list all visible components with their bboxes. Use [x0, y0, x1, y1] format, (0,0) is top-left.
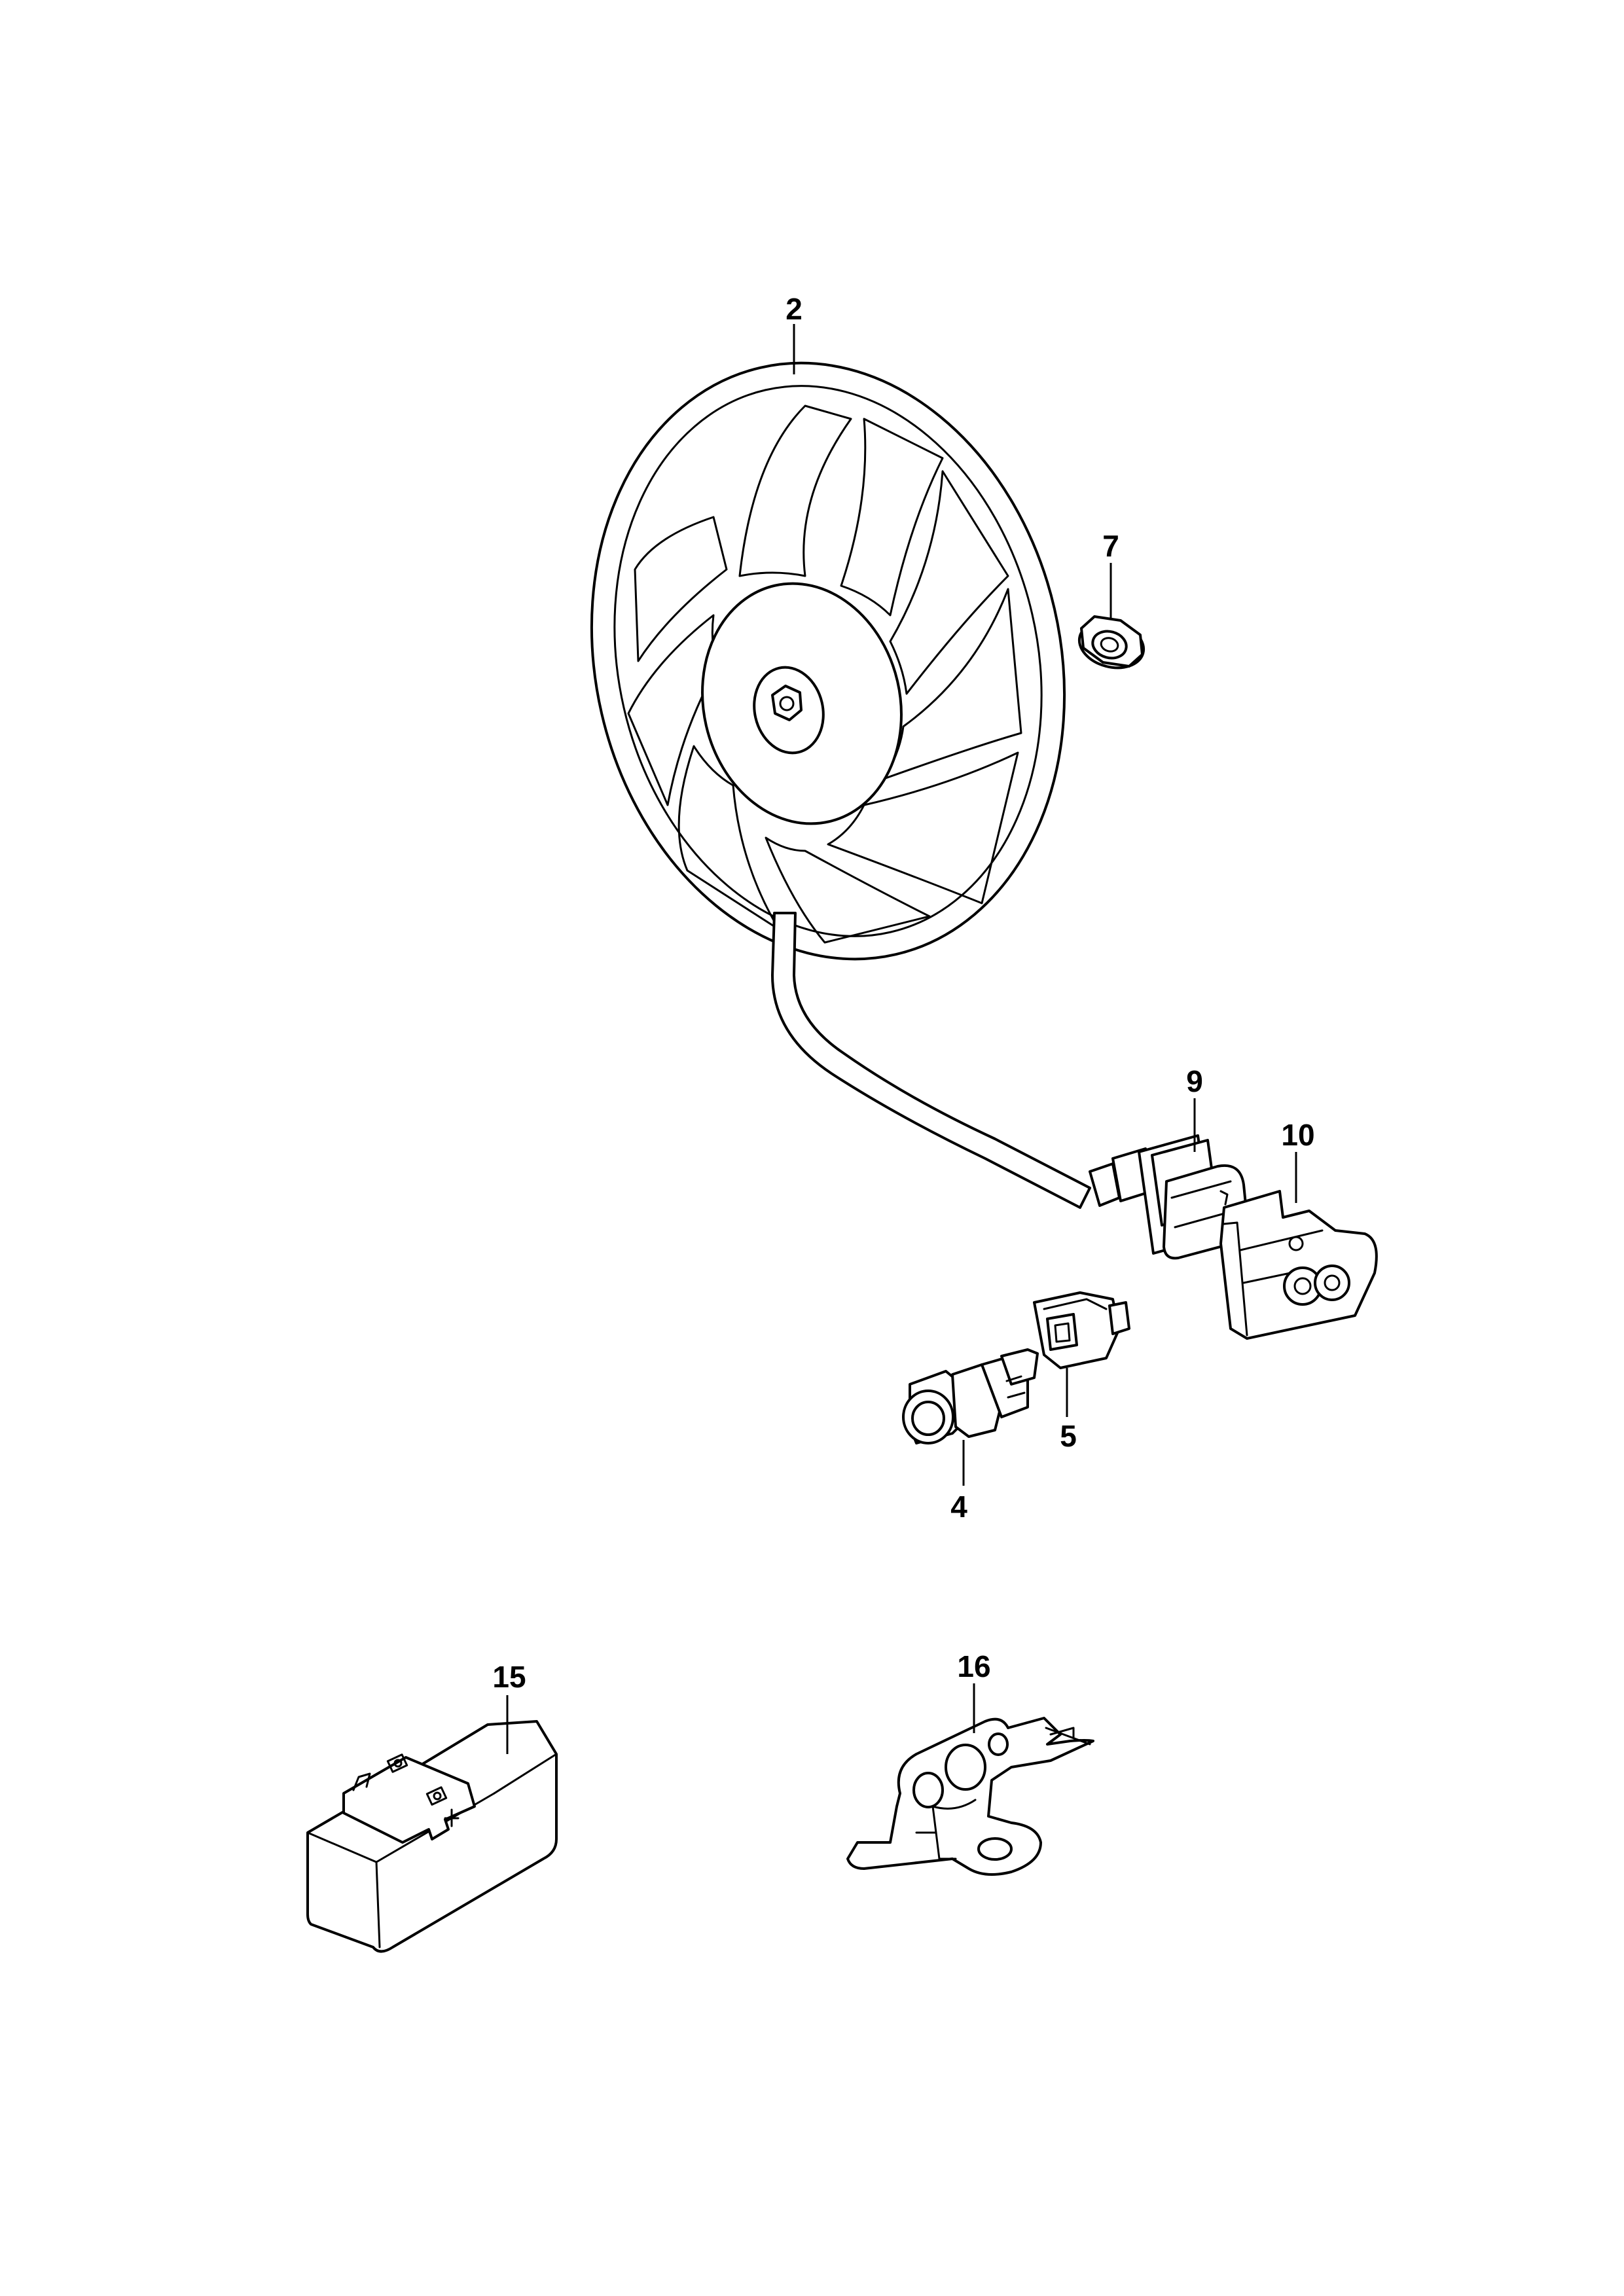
- small-connector: [1033, 1291, 1130, 1369]
- callout-4: 4: [950, 1490, 967, 1524]
- callout-2: 2: [785, 292, 803, 326]
- callout-5: 5: [1060, 1419, 1077, 1453]
- fan-plug-connector: [1089, 1134, 1249, 1260]
- terminal-connector: [1219, 1190, 1378, 1340]
- cooling-fan: [590, 361, 1091, 1209]
- callout-7: 7: [1102, 529, 1119, 563]
- callout-9: 9: [1186, 1064, 1203, 1098]
- callout-15: 15: [492, 1660, 526, 1694]
- control-module: [306, 1720, 558, 1953]
- pressure-switch: [902, 1348, 1039, 1444]
- callout-10: 10: [1281, 1118, 1314, 1152]
- nut: [1077, 615, 1146, 670]
- mounting-bracket: [846, 1717, 1094, 1876]
- callout-16: 16: [957, 1649, 990, 1683]
